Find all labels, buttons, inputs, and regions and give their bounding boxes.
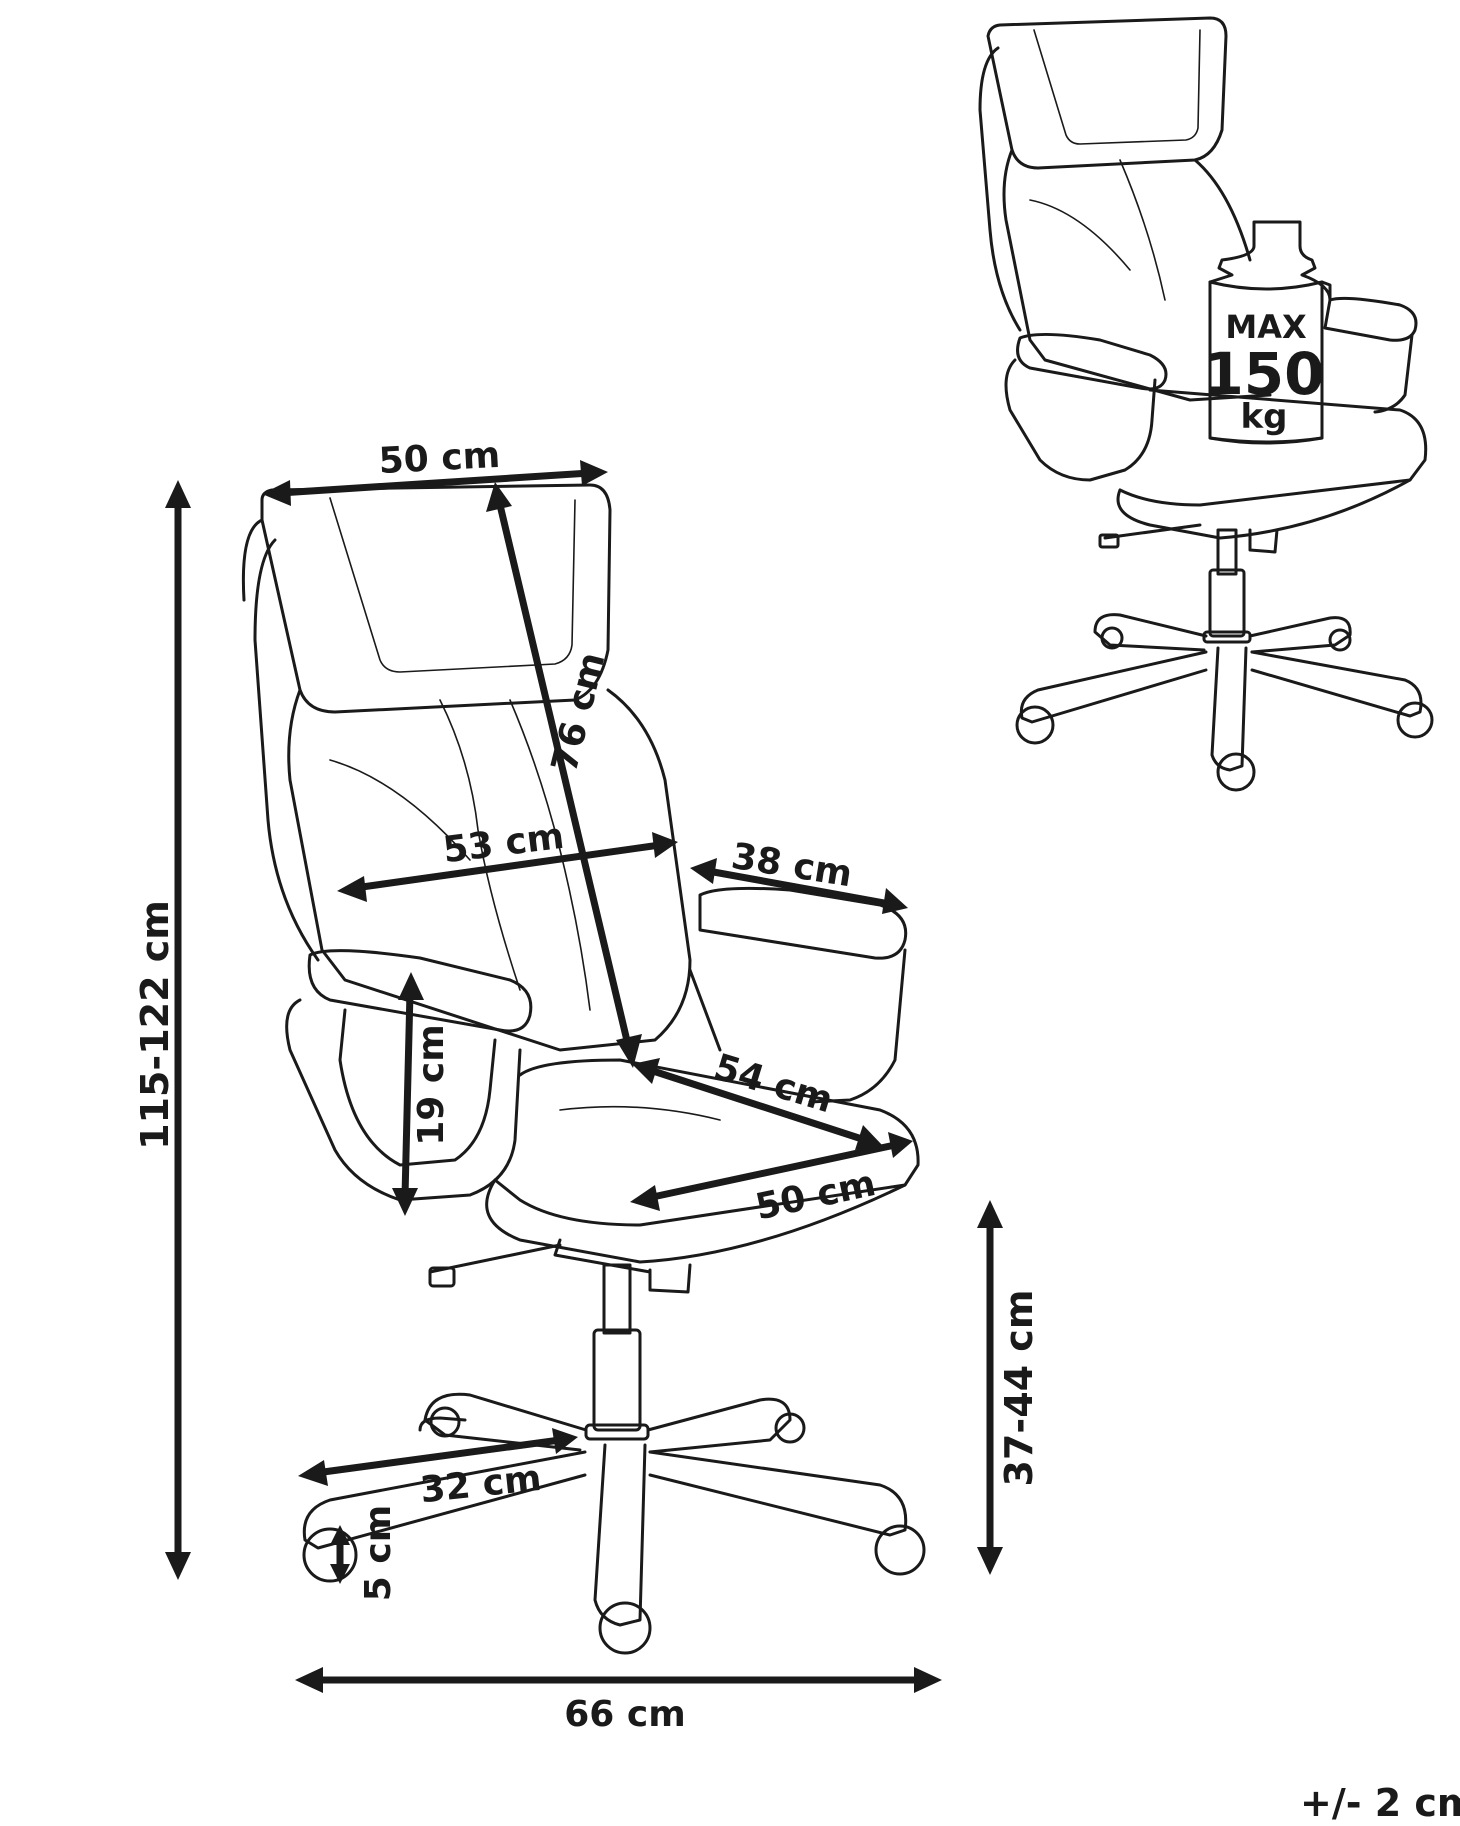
armrest-height-arrow [392,972,424,1216]
seat-width-arrow [630,1132,913,1211]
weight-icon: MAX 150 kg [1203,220,1332,445]
weight-max-label: MAX [1225,308,1307,346]
base-width-label: 66 cm [564,1694,685,1735]
wheel-diameter-arrow [330,1525,350,1584]
base-radius-arrow [298,1428,578,1486]
backrest-width-arrow [337,832,678,902]
headrest-width-arrow [262,460,608,506]
seat-height-arrow [977,1200,1003,1575]
armrest-height-label: 19 cm [411,1024,452,1145]
tolerance-label: +/- 2 cm [1300,1781,1460,1825]
base-radius-label: 32 cm [418,1458,543,1511]
small-chair-drawing [978,16,1434,792]
total-height-label: 115-122 cm [133,900,177,1150]
weight-unit-label: kg [1241,397,1288,437]
wheel-diameter-label: 5 cm [358,1505,399,1601]
backrest-height-label: 76 cm [544,648,613,776]
total-height-arrow [165,480,191,1580]
seat-depth-arrow [632,1058,883,1150]
weight-max-value: 150 [1203,340,1324,408]
dimension-arrows [165,460,1003,1693]
armrest-depth-arrow [690,858,908,914]
base-width-arrow [295,1667,942,1693]
headrest-width-label: 50 cm [378,435,501,482]
main-chair-drawing [241,483,926,1655]
seat-height-label: 37-44 cm [997,1290,1041,1487]
backrest-height-arrow [486,482,642,1068]
dimension-labels: 50 cm 76 cm 53 cm 38 cm 115-122 cm 19 cm… [133,435,1460,1825]
